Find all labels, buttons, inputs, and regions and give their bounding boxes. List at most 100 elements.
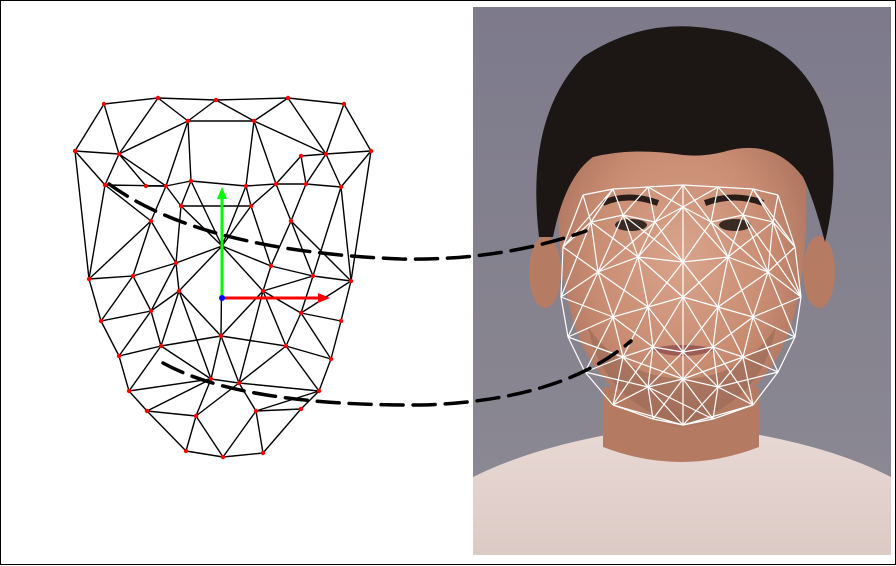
wireframe-edge <box>147 411 186 451</box>
wireframe-vertex <box>261 451 265 455</box>
wireframe-edge <box>216 98 288 100</box>
wireframe-edge <box>188 100 216 121</box>
wireframe-vertex <box>184 449 188 453</box>
wireframe-vertex <box>342 102 346 106</box>
wireframe-edge <box>176 206 181 263</box>
wireframe-vertex <box>237 381 241 385</box>
wireframe-edge <box>222 246 271 266</box>
wireframe-edge <box>151 311 161 346</box>
wireframe-vertex <box>214 98 218 102</box>
wireframe-edge <box>104 104 119 154</box>
wireframe-edge <box>151 291 179 311</box>
wireframe-vertex <box>156 96 160 100</box>
correspondence-lines <box>109 184 631 405</box>
wireframe-vertex <box>317 389 321 393</box>
wireframe-edge <box>306 184 341 187</box>
wireframe-edge <box>341 187 351 281</box>
wireframe-edge <box>271 266 313 276</box>
wireframe-edge <box>89 185 105 279</box>
wireframe-vertex <box>179 204 183 208</box>
wireframe-edge <box>301 276 313 313</box>
wireframe-edge <box>301 156 306 184</box>
wireframe-vertex <box>299 407 303 411</box>
wireframe-edge <box>119 98 158 154</box>
wireframe-edge <box>223 411 256 457</box>
wireframe-vertex <box>194 414 198 418</box>
wireframe-edge <box>326 154 341 187</box>
mouth-correspondence-line <box>163 341 631 405</box>
wireframe-edge <box>89 276 133 279</box>
wireframe-edge <box>276 156 301 184</box>
wireframe-edge <box>176 246 222 263</box>
wireframe-vertex <box>149 309 153 313</box>
wireframe-edge <box>151 221 176 263</box>
wireframe-edge <box>216 100 254 121</box>
wireframe-vertex <box>221 455 225 459</box>
wireframe-vertex <box>339 319 343 323</box>
wireframe-vertex <box>286 96 290 100</box>
wireframe-vertex <box>164 184 168 188</box>
wireframe-edge <box>166 186 181 206</box>
wireframe-vertex <box>149 219 153 223</box>
wireframe-edge <box>179 291 211 379</box>
wireframe-vertex <box>102 102 106 106</box>
wireframe-edge <box>191 181 246 186</box>
wireframe-edge <box>186 416 196 451</box>
wireframe-edge <box>181 181 191 206</box>
wireframe-edge <box>301 313 341 321</box>
wireframe-edge <box>239 346 286 383</box>
wireframe-edge <box>301 154 326 156</box>
wireframe-edge <box>251 184 276 206</box>
wireframe-vertex <box>99 319 103 323</box>
wireframe-edge <box>222 246 263 291</box>
x-axis-arrowhead <box>318 293 330 303</box>
wireframe-vertex <box>289 219 293 223</box>
wireframe-vertex <box>219 334 223 338</box>
wireframe-vertex <box>311 274 315 278</box>
wireframe-edge <box>196 416 223 457</box>
wireframe-vertex <box>254 409 258 413</box>
wireframe-edge <box>75 151 105 185</box>
wireframe-edge <box>151 263 176 311</box>
wireframe-edge <box>239 383 256 411</box>
wireframe-edge <box>101 311 151 321</box>
wireframe-edge <box>246 121 254 186</box>
wireframe-edge <box>223 453 263 457</box>
wireframe-vertex <box>73 149 77 153</box>
wireframe-edge <box>256 411 263 453</box>
wireframe-edge <box>75 151 119 154</box>
wireframe-edge <box>221 336 239 383</box>
wireframe-edge <box>75 151 89 279</box>
wireframe-vertex <box>252 119 256 123</box>
wireframe-vertex <box>261 289 265 293</box>
wireframe-edge <box>263 409 301 453</box>
wireframe-edge <box>288 98 344 104</box>
wireframe-vertex <box>127 389 131 393</box>
wireframe-edge <box>179 291 221 336</box>
wireframe-edge <box>191 181 222 246</box>
wireframe-vertex <box>145 409 149 413</box>
wireframe-vertex <box>174 261 178 265</box>
wireframe-vertex <box>339 185 343 189</box>
wireframe-edge <box>326 151 371 154</box>
wireframe-edge <box>166 121 188 186</box>
wireframe-edge <box>101 276 133 321</box>
wireframe-vertex <box>274 182 278 186</box>
wireframe-vertex <box>103 183 107 187</box>
wireframe-vertex <box>299 154 303 158</box>
wireframe-edge <box>158 98 216 100</box>
wireframe-edge <box>89 279 101 321</box>
wireframe-vertex <box>189 179 193 183</box>
wireframe-edge <box>133 276 151 311</box>
wireframe-vertex <box>131 274 135 278</box>
wireframe-edge <box>286 313 301 346</box>
wireframe-edge <box>254 98 288 121</box>
wireframe-edge <box>246 184 276 186</box>
wireframe-edge <box>276 184 291 221</box>
wireframe-vertex <box>349 279 353 283</box>
wireframe-edge <box>263 291 301 313</box>
wireframe-edge <box>246 186 251 206</box>
wireframe-edge <box>119 356 129 391</box>
wireframe-edge <box>211 336 221 379</box>
wireframe-edge <box>306 154 326 184</box>
